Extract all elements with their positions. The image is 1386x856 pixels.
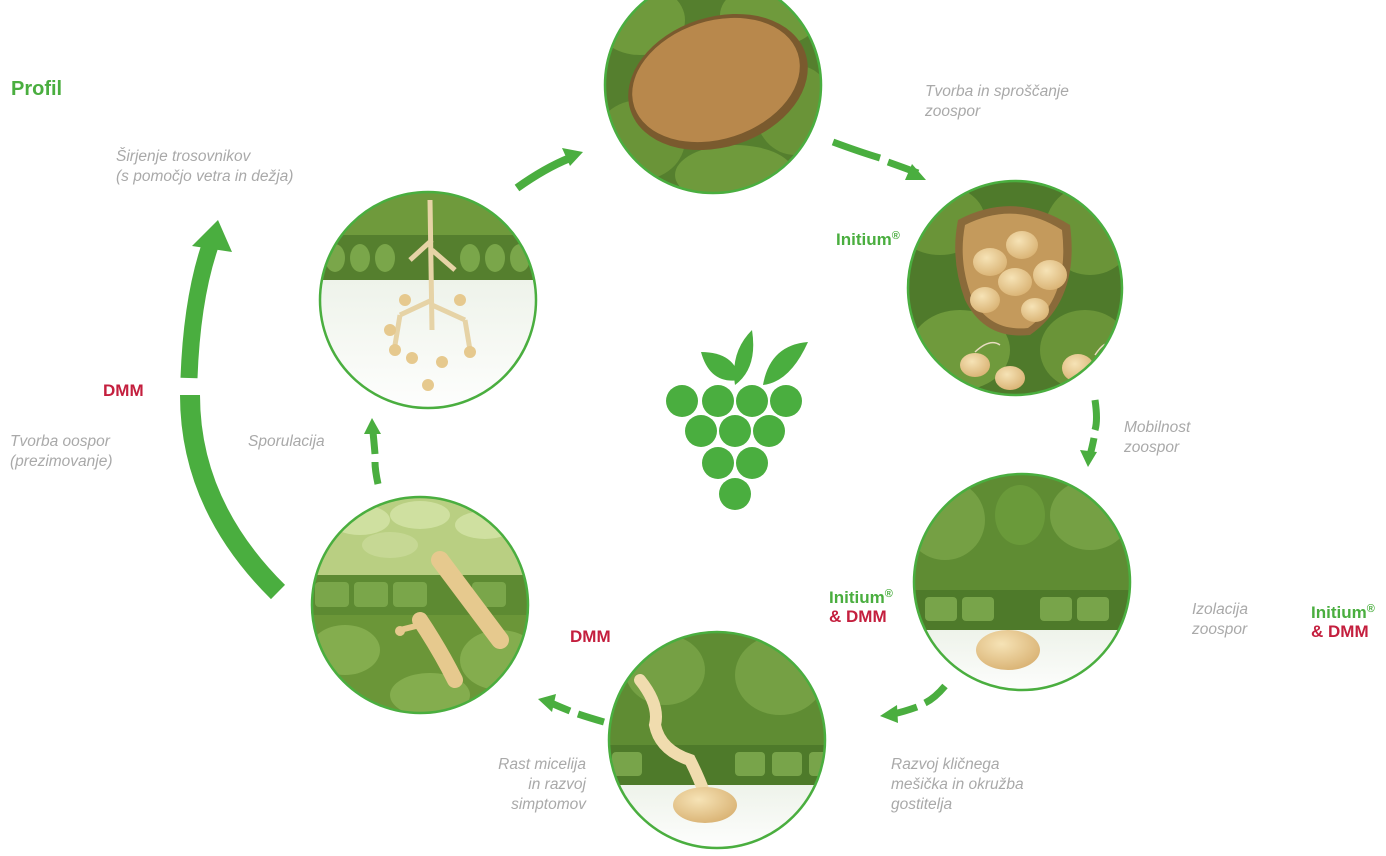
label-sporulation: Sporulacija [248, 432, 325, 452]
product-initium-dmm-germination: Initium® & DMM [829, 585, 893, 626]
arrow-release [833, 142, 918, 173]
arrow-mycelium [551, 703, 604, 722]
product-dmm-oospore: DMM [103, 381, 144, 400]
arrow-germination [893, 686, 945, 714]
arrow-sporulation [373, 432, 378, 484]
arrow-mobility [1090, 400, 1097, 455]
label-zoospore-isolation: Izolacija zoospor [1192, 600, 1248, 640]
label-mycelium-growth: Rast micelija in razvoj simptomov [498, 755, 586, 815]
sporangium-image [595, 0, 835, 205]
zoospores-image [895, 175, 1135, 405]
label-zoospore-mobility: Mobilnost zoospor [1124, 418, 1190, 458]
arrow-mobility-head [1080, 450, 1097, 467]
arrow-dispersal [517, 158, 570, 188]
zoospore-isolation-image [900, 470, 1140, 700]
label-oospore-formation: Tvorba oospor (prezimovanje) [10, 432, 113, 472]
arrow-oospore-cycle-upper [189, 240, 212, 378]
product-dmm-mycelium: DMM [570, 627, 611, 646]
arrow-sporulation-head [364, 418, 381, 434]
arrow-germination-head [880, 705, 898, 723]
grape-cluster-icon [666, 330, 808, 510]
label-germination-infection: Razvoj kličnega mešička in okružba gosti… [891, 755, 1024, 815]
product-initium-dmm-isolation: Initium® & DMM [1311, 600, 1375, 641]
arrow-mycelium-head [538, 694, 556, 712]
mycelium-image [300, 490, 540, 725]
arrow-oospore-cycle-head [192, 220, 232, 252]
germination-image [600, 625, 840, 855]
arrow-oospore-cycle [190, 395, 278, 592]
label-dispersal: Širjenje trosovnikov (s pomočjo vetra in… [116, 147, 293, 187]
label-sporangium-release: Tvorba in sproščanje zoospor [925, 82, 1069, 122]
product-initium-release: Initium® [836, 227, 900, 249]
page-title: Profil [11, 78, 62, 101]
sporangiophore-image [310, 180, 550, 420]
